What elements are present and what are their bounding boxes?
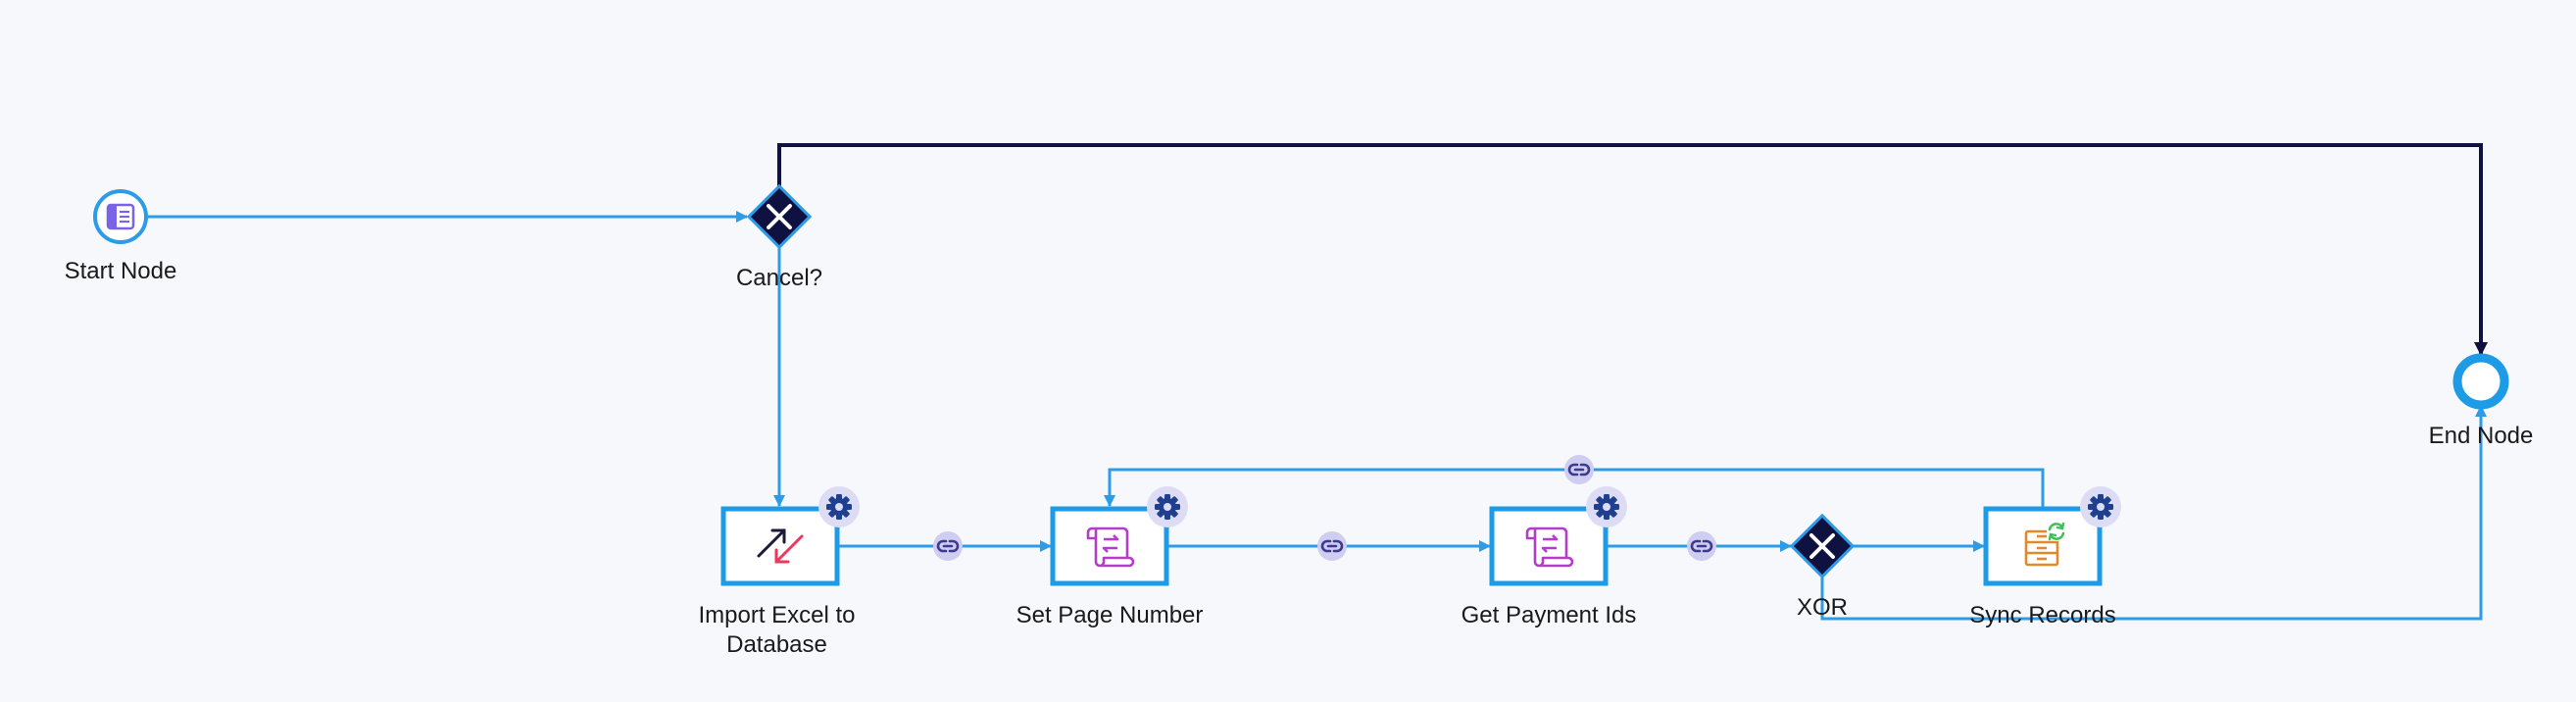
- link-badge[interactable]: [1564, 455, 1594, 484]
- gear-icon: [826, 494, 852, 520]
- import-export-icon: [757, 528, 804, 564]
- import-excel-settings-button[interactable]: [818, 486, 860, 527]
- gear-icon: [2088, 494, 2113, 520]
- link-icon: [936, 539, 960, 553]
- end-node-label: End Node: [2428, 423, 2534, 449]
- edge-cancel-to-end[interactable]: [777, 143, 2488, 356]
- script-scroll-icon: [1525, 526, 1574, 568]
- script-scroll-icon: [1086, 526, 1135, 568]
- end-event-icon: [2467, 368, 2495, 395]
- sync-records-settings-button[interactable]: [2080, 486, 2121, 527]
- link-badge[interactable]: [1317, 531, 1347, 561]
- edge-xor-to-end[interactable]: [1820, 405, 2487, 621]
- xor-gateway-label: XOR: [1796, 594, 1848, 621]
- link-badge[interactable]: [933, 531, 963, 561]
- set-page-number-node[interactable]: [1050, 506, 1169, 586]
- xor-gateway-icon: [1809, 533, 1835, 559]
- start-node-label: Start Node: [64, 258, 177, 284]
- get-payment-ids-settings-button[interactable]: [1586, 486, 1627, 527]
- get-payment-ids-node[interactable]: [1489, 506, 1609, 586]
- get-payment-ids-label: Get Payment Ids: [1461, 602, 1637, 628]
- cancel-gateway[interactable]: [746, 183, 813, 250]
- xor-gateway-icon: [767, 204, 792, 229]
- sync-records-node[interactable]: [1983, 506, 2103, 586]
- sync-records-icon: [2024, 522, 2066, 567]
- link-icon: [1567, 463, 1591, 476]
- link-icon: [1690, 539, 1713, 553]
- link-badge[interactable]: [1687, 531, 1716, 561]
- gear-icon: [1155, 494, 1180, 520]
- import-excel-label: Import Excel to Database: [698, 602, 856, 658]
- set-page-number-settings-button[interactable]: [1147, 486, 1188, 527]
- start-node[interactable]: [93, 189, 148, 244]
- start-event-icon: [106, 203, 135, 230]
- xor-gateway[interactable]: [1789, 513, 1856, 579]
- sync-records-label: Sync Records: [1969, 602, 2116, 628]
- set-page-number-label: Set Page Number: [1016, 602, 1204, 628]
- cancel-gateway-label: Cancel?: [735, 265, 823, 291]
- import-excel-node[interactable]: [720, 506, 840, 586]
- gear-icon: [1594, 494, 1619, 520]
- link-icon: [1320, 539, 1344, 553]
- end-node[interactable]: [2452, 353, 2509, 410]
